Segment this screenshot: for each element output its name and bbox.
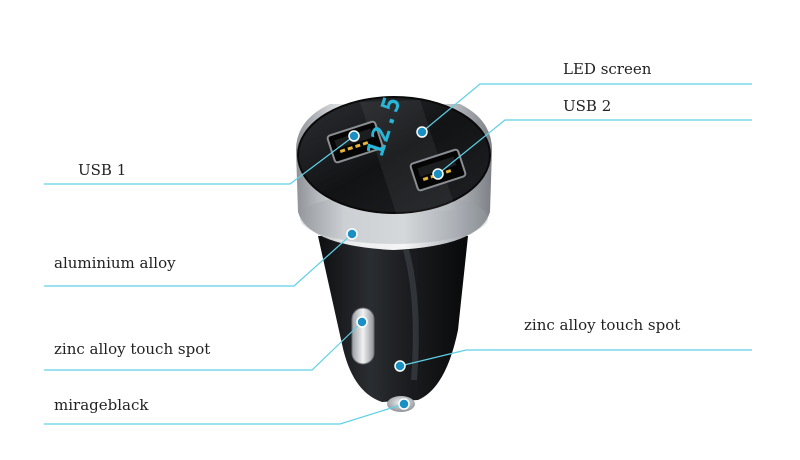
- leader-usb2: [437, 119, 752, 175]
- face-rim: [297, 96, 491, 214]
- label-zinc-alloy-left: zinc alloy touch spot: [54, 340, 211, 358]
- leader-lines: [44, 83, 752, 425]
- marker-zinc-left: [356, 316, 368, 328]
- leader-zinc-right: [399, 349, 752, 367]
- leader-zinc-left: [44, 321, 363, 371]
- label-aluminium-alloy: aluminium alloy: [54, 254, 176, 272]
- label-usb1: USB 1: [78, 161, 127, 179]
- leader-led-screen: [421, 83, 752, 133]
- leader-mirage: [44, 403, 405, 425]
- leader-usb1: [44, 135, 355, 185]
- marker-led-screen: [416, 126, 428, 138]
- marker-aluminium: [346, 228, 358, 240]
- label-mirageblack: mirageblack: [54, 396, 149, 414]
- marker-dots: [346, 126, 444, 410]
- marker-zinc-right: [394, 360, 406, 372]
- plug-body: [318, 236, 468, 402]
- label-led-screen: LED screen: [563, 60, 652, 78]
- marker-usb1: [348, 130, 360, 142]
- marker-mirage: [398, 398, 410, 410]
- leader-aluminium: [44, 233, 353, 287]
- label-zinc-alloy-right: zinc alloy touch spot: [524, 316, 681, 334]
- marker-usb2: [432, 168, 444, 180]
- label-usb2: USB 2: [563, 97, 612, 115]
